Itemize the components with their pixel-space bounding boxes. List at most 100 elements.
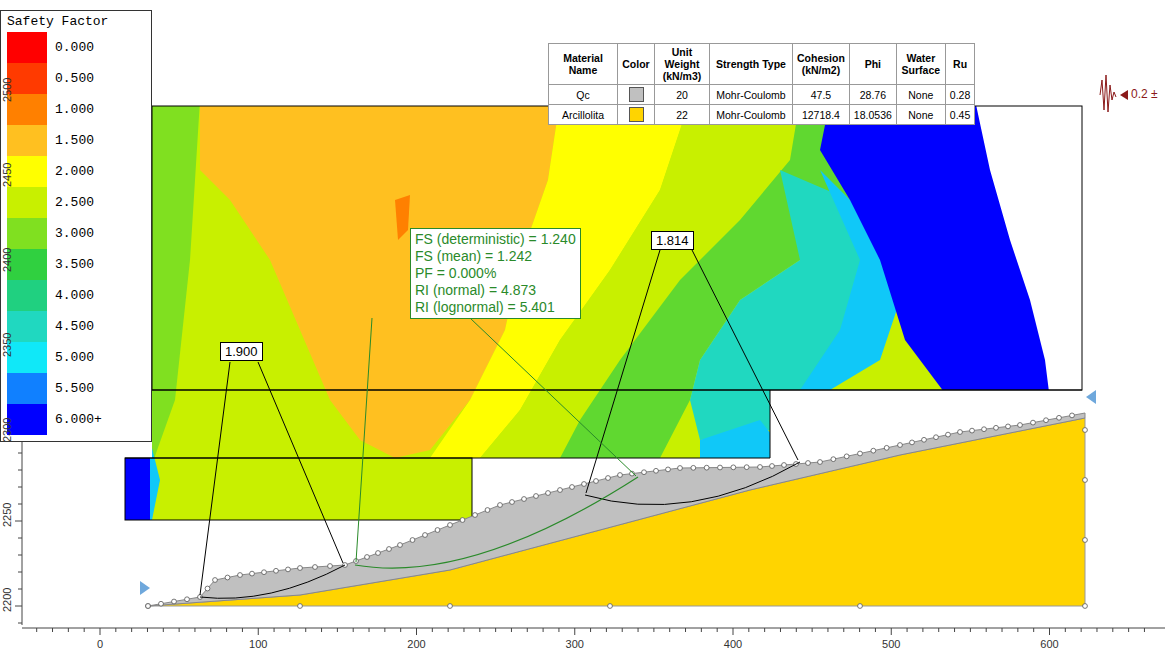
tick — [18, 555, 22, 556]
vertex-dot — [691, 465, 696, 470]
axis-label: 2200 — [1, 588, 13, 612]
tick — [701, 628, 702, 632]
tick — [638, 628, 639, 632]
tick — [511, 628, 512, 632]
vertex-dot — [642, 470, 647, 475]
tick — [1017, 628, 1018, 632]
table-cell: 28.76 — [849, 85, 896, 105]
node-text: FS (deterministic) = 1.240 — [415, 231, 576, 248]
vertex-dot — [298, 604, 303, 609]
legend-value: 1.000 — [55, 102, 94, 117]
vertex-dot — [522, 497, 527, 502]
vertex-dot — [435, 528, 440, 533]
tick — [717, 628, 718, 632]
legend-row: 2.500 — [1, 187, 151, 218]
vertex-dot — [510, 500, 515, 505]
vertex-dot — [213, 578, 218, 583]
vertex-dot — [172, 599, 177, 604]
tick — [907, 628, 908, 632]
axis-label: 2400 — [1, 248, 13, 272]
axis-label: 200 — [407, 638, 425, 650]
legend-row: 3.000 — [1, 218, 151, 249]
tick — [18, 487, 22, 488]
tick — [606, 628, 607, 632]
tick — [242, 628, 243, 632]
vertex-dot — [1031, 420, 1036, 425]
legend-value: 4.000 — [55, 288, 94, 303]
table-cell: Unit Weight (kN/m3) — [655, 44, 710, 85]
table-cell: 20 — [655, 85, 710, 105]
color-swatch — [629, 87, 644, 102]
vertex-dot — [678, 466, 683, 471]
vertex-dot — [485, 508, 490, 513]
table-cell: Strength Type — [710, 44, 793, 85]
legend-value: 1.500 — [55, 133, 94, 148]
legend-swatch — [7, 187, 47, 218]
vertex-dot — [398, 543, 403, 548]
axis-label: 400 — [724, 638, 742, 650]
tick — [859, 628, 860, 632]
legend-value: 5.000 — [55, 350, 94, 365]
tick — [18, 453, 22, 454]
table-cell: 22 — [655, 105, 710, 125]
material-table: Material NameColorUnit Weight (kN/m3)Str… — [548, 43, 975, 125]
vertex-dot — [718, 465, 723, 470]
table-text: 12718.4 — [802, 109, 840, 121]
seismic-load: 0.2 ± — [1131, 87, 1158, 101]
node-text: 1.900 — [225, 344, 258, 359]
tick — [115, 628, 116, 632]
tick — [369, 628, 370, 632]
table-text: 22 — [676, 109, 688, 121]
vertex-dot — [594, 479, 599, 484]
legend-value: 0.500 — [55, 71, 94, 86]
legend-row: 6.000+ — [1, 404, 151, 435]
tick — [353, 628, 354, 632]
leader-lines — [200, 250, 798, 595]
legend-swatch — [7, 342, 47, 373]
table-cell: Water Surface — [896, 44, 945, 85]
table-text: 20 — [676, 89, 688, 101]
table-text: 18.0536 — [854, 109, 892, 121]
slip-circle — [585, 462, 800, 505]
table-text: Arcillolita — [562, 109, 604, 121]
tick — [1128, 628, 1129, 632]
tick — [18, 589, 22, 590]
vertex-dot — [473, 513, 478, 518]
tick — [258, 628, 259, 635]
vertex-dot — [818, 460, 823, 465]
tick — [68, 628, 69, 632]
table-text: 47.5 — [811, 89, 831, 101]
table-cell: 12718.4 — [793, 105, 850, 125]
vertex-dot — [782, 463, 787, 468]
vertex-dot — [858, 451, 863, 456]
table-text: 0.28 — [950, 89, 970, 101]
vertex-dot — [1057, 415, 1062, 420]
tick — [274, 628, 275, 632]
vertex-dot — [1083, 428, 1088, 433]
table-text: Qc — [576, 89, 589, 101]
vertex-dot — [982, 427, 987, 432]
color-swatch — [629, 107, 644, 122]
vertex-dot — [274, 568, 279, 573]
table-text: Color — [622, 58, 649, 70]
node-text: PF = 0.000% — [415, 265, 576, 282]
vertex-dot — [582, 482, 587, 487]
tick — [305, 628, 306, 632]
tick — [15, 606, 22, 607]
tick — [543, 628, 544, 632]
vertex-dot — [286, 567, 291, 572]
table-text: None — [908, 89, 933, 101]
vertex-dot — [958, 430, 963, 435]
legend-swatch — [7, 404, 47, 435]
legend-row: 2.000 — [1, 156, 151, 187]
vertex-dot — [546, 491, 551, 496]
vertex-dot — [831, 457, 836, 462]
seismic-arrow — [1120, 90, 1128, 100]
vertex-dot — [608, 604, 613, 609]
legend-row: 1.000 — [1, 94, 151, 125]
table-text: Cohesion (kN/m2) — [797, 52, 845, 76]
tick — [669, 628, 670, 632]
tick — [337, 628, 338, 632]
tick — [416, 628, 417, 635]
tick — [147, 628, 148, 632]
